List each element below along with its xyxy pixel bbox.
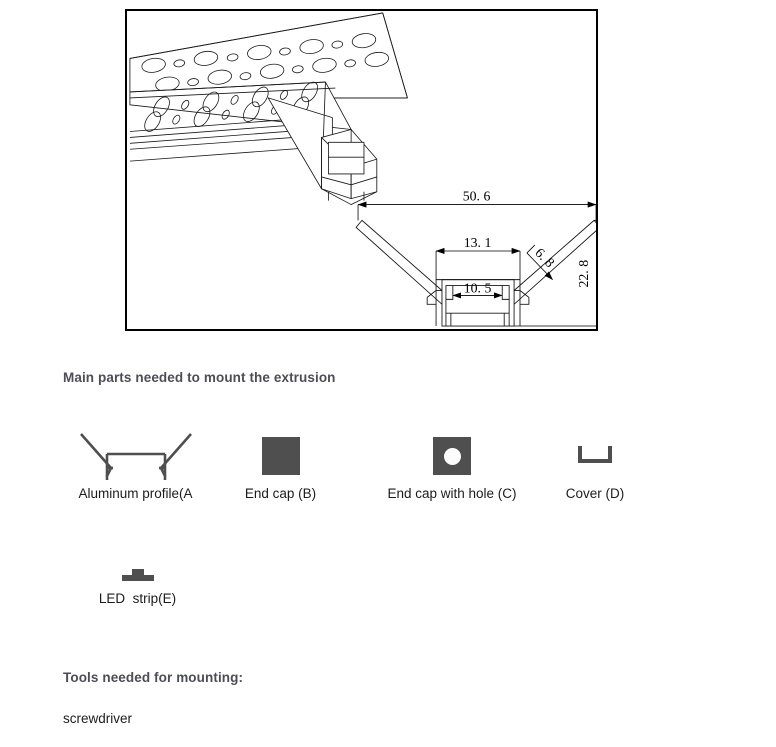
end-cap-shape [433,437,471,475]
part-label-led-strip: LED strip(E) [98,591,177,606]
part-item-end-cap: End cap (B) [218,425,343,502]
part-label-aluminum-profile: Aluminum profile(A [78,486,193,501]
part-label-end-cap: End cap (B) [244,486,317,501]
cover-channel-icon [540,425,650,487]
parts-gallery-row-1: Aluminum profile(A End cap (B) End cap w… [0,425,776,515]
part-item-led-strip: LED strip(E) [60,560,215,607]
end-cap-shape [261,437,300,475]
dimension-inner-width: 10. 5 [464,280,492,295]
end-cap-hole-icon [358,425,546,487]
technical-drawing-frame: 50. 6 13. 1 6. 8 10. 5 22. 8 [125,9,598,331]
tool-item-screwdriver: screwdriver [63,711,133,726]
end-cap-icon [218,425,343,487]
parts-gallery-row-2: LED strip(E) [0,560,776,650]
dimension-overall-width: 50. 6 [463,189,491,204]
part-item-cover: Cover (D) [540,425,650,502]
v-profile-icon [48,425,223,487]
part-item-end-cap-with-hole: End cap with hole (C) [358,425,546,502]
main-parts-heading: Main parts needed to mount the extrusion [63,370,336,385]
cross-section-profile [355,219,596,327]
technical-drawing: 50. 6 13. 1 6. 8 10. 5 22. 8 [129,12,596,327]
dimension-overall-height: 22. 8 [576,260,591,288]
isometric-profile-illustration [129,12,408,205]
dimension-channel-width: 13. 1 [464,235,492,250]
tools-heading: Tools needed for mounting: [63,670,244,685]
dimension-annotations [357,201,596,327]
led-strip-icon [60,560,215,592]
part-label-cover: Cover (D) [565,486,625,501]
part-item-aluminum-profile: Aluminum profile(A [48,425,223,502]
cable-hole [443,447,461,465]
part-label-end-cap-with-hole: End cap with hole (C) [387,486,517,501]
